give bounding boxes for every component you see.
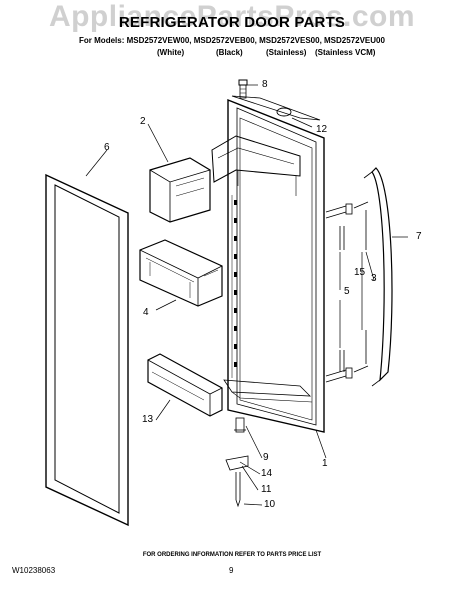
models-line: For Models: MSD2572VEW00, MSD2572VEB00, … xyxy=(79,36,385,45)
watermark-text: AppliancePartsPros.com xyxy=(48,0,416,33)
callout-14: 14 xyxy=(261,468,273,479)
variant-white: (White) xyxy=(157,48,185,57)
callout-13: 13 xyxy=(142,414,154,425)
callout-11: 11 xyxy=(261,484,272,495)
door-liner xyxy=(211,95,325,433)
callout-2: 2 xyxy=(140,116,146,127)
callout-7: 7 xyxy=(416,231,422,242)
callout-9: 9 xyxy=(263,452,269,463)
callout-10: 10 xyxy=(264,499,276,510)
dairy-cover xyxy=(149,157,211,223)
variant-stainless-vcm: (Stainless VCM) xyxy=(315,48,376,57)
leader-lines xyxy=(85,84,408,506)
door-gasket xyxy=(45,173,129,527)
callout-8: 8 xyxy=(262,79,268,90)
variant-black: (Black) xyxy=(216,48,243,57)
variant-stainless: (Stainless) xyxy=(266,48,307,57)
callout-12: 12 xyxy=(316,124,328,135)
callout-6: 6 xyxy=(104,142,110,153)
hinge-screw xyxy=(238,79,248,99)
hinge-plug xyxy=(276,107,292,117)
handle-mount-screws xyxy=(325,201,369,383)
ordering-note: FOR ORDERING INFORMATION REFER TO PARTS … xyxy=(142,552,322,558)
callout-15: 15 xyxy=(354,267,366,278)
callout-3: 3 xyxy=(371,273,377,284)
page-title: REFRIGERATOR DOOR PARTS xyxy=(118,14,346,31)
document-code: W10238063 xyxy=(12,566,56,575)
door-rail xyxy=(147,353,223,417)
door-bin xyxy=(139,239,223,307)
callout-4: 4 xyxy=(143,307,149,318)
callout-5: 5 xyxy=(344,286,350,297)
callout-1: 1 xyxy=(322,458,328,469)
page-number: 9 xyxy=(229,566,234,575)
bottom-hinge-parts xyxy=(225,417,249,508)
liner-holes xyxy=(234,200,237,367)
door-handle xyxy=(363,167,393,387)
